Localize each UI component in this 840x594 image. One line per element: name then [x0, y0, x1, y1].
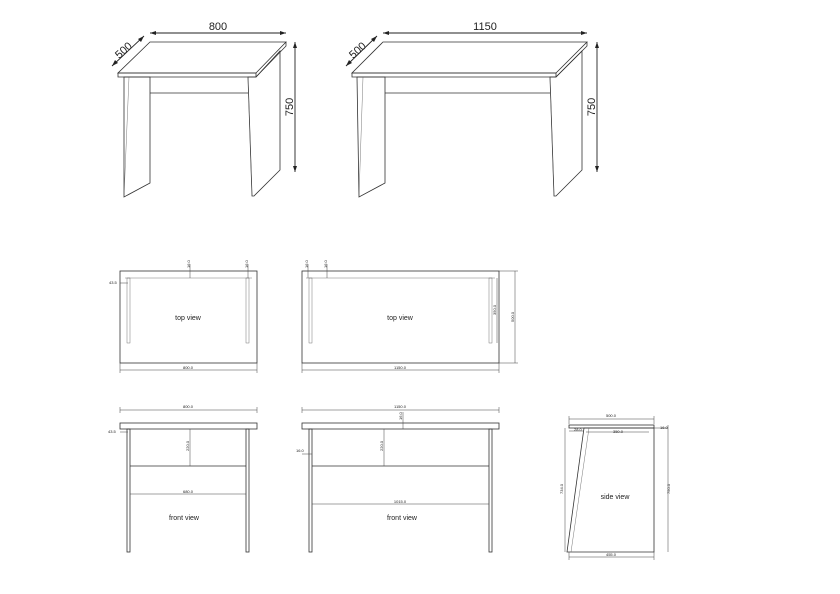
front-large-dim-a: 16.0 — [398, 411, 403, 420]
iso-desk-large: 1150 500 750 — [345, 21, 599, 198]
top-large-dim-right: 500.0 — [510, 311, 515, 322]
front-view-large: 1150.0 16.0 220.0 16.0 1015.0 front view — [296, 404, 500, 553]
front-large-dim-top: 1150.0 — [394, 404, 407, 409]
iso-small-depth: 500 — [113, 40, 135, 61]
top-large-label: top view — [387, 315, 414, 322]
iso-large-height: 750 — [586, 98, 598, 116]
front-small-dim-mid: 220.0 — [185, 440, 190, 451]
top-small-dim-b: 16.0 — [244, 259, 249, 268]
top-large-dim-bottom: 1150.0 — [394, 365, 407, 370]
top-view-small: 43.5 16.0 16.0 800.0 top view — [109, 259, 258, 373]
top-small-dim-bottom: 800.0 — [183, 365, 194, 370]
iso-small-height: 750 — [284, 98, 296, 116]
side-label: side view — [601, 494, 631, 501]
top-large-dim-a: 16.0 — [304, 259, 309, 268]
front-large-label: front view — [387, 515, 418, 522]
front-small-dim-top: 800.0 — [183, 404, 194, 409]
front-large-dim-left: 16.0 — [296, 448, 305, 453]
top-view-large: 16.0 16.0 350.0 500.0 1150.0 top view — [301, 259, 518, 373]
front-small-dim-inner: 680.0 — [183, 489, 194, 494]
front-large-dim-mid: 220.0 — [379, 440, 384, 451]
top-small-dim-a: 16.0 — [186, 259, 191, 268]
iso-large-width: 1150 — [473, 21, 497, 33]
front-view-small: 800.0 43.5 220.0 680.0 front view — [108, 404, 258, 553]
front-small-dim-left: 43.5 — [108, 429, 117, 434]
top-small-dim-left: 43.5 — [109, 280, 118, 285]
side-dim-right: 750.0 — [666, 483, 671, 494]
side-dim-c: 16.0 — [660, 425, 669, 430]
side-dim-b: 350.0 — [613, 429, 624, 434]
side-dim-left: 734.0 — [559, 483, 564, 494]
top-small-label: top view — [175, 315, 202, 322]
front-small-label: front view — [169, 515, 200, 522]
side-dim-a: 28.0 — [574, 427, 583, 432]
iso-desk-small: 800 500 750 — [111, 21, 297, 198]
iso-small-width: 800 — [209, 21, 227, 33]
top-large-dim-inner: 350.0 — [492, 304, 497, 315]
side-dim-bottom: 455.0 — [606, 552, 617, 557]
top-large-dim-b: 16.0 — [323, 259, 328, 268]
front-large-dim-inner: 1015.0 — [394, 499, 407, 504]
side-view: 500.0 28.0 350.0 16.0 734.0 750.0 455.0 … — [559, 413, 671, 560]
iso-large-depth: 500 — [347, 40, 369, 61]
side-dim-top: 500.0 — [606, 413, 617, 418]
